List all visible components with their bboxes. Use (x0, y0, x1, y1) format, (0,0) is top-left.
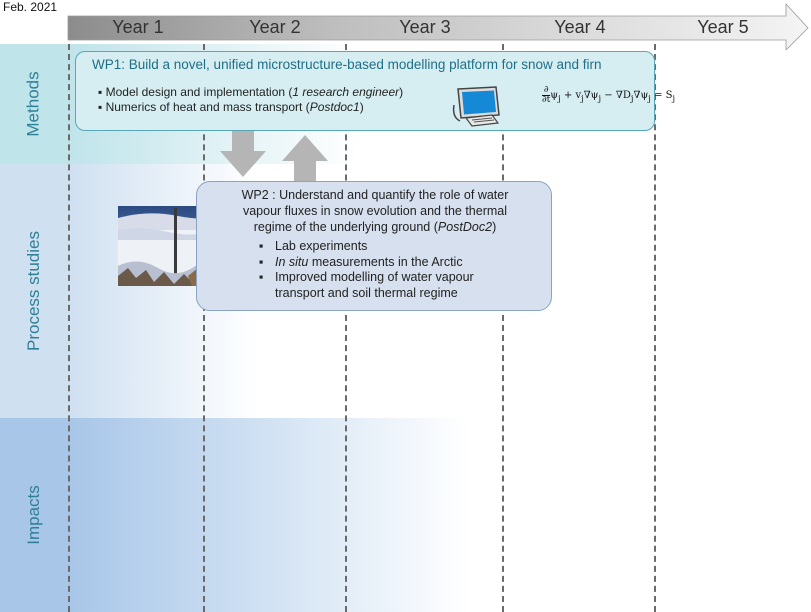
start-date: Feb. 2021 (3, 0, 58, 14)
year-label-3: Year 3 (399, 17, 451, 37)
wp2-item-3: Improved modelling of water vapour (259, 270, 474, 286)
impacts-band (0, 418, 68, 612)
year-label-4: Year 4 (554, 17, 606, 37)
wp1-item-1: ▪ Model design and implementation (1 res… (98, 85, 404, 99)
year-label-1: Year 1 (112, 17, 164, 37)
impacts-gradient (68, 418, 468, 612)
wp1-list: ▪ Model design and implementation (1 res… (98, 85, 403, 115)
arrow-down-icon (220, 131, 266, 177)
methods-band (0, 44, 68, 164)
wp2-title: WP2 : Understand and quantify the role o… (241, 188, 509, 234)
wp2-list: Lab experiments In situ measurements in … (259, 239, 474, 301)
wp2-item-2: In situ measurements in the Arctic (259, 255, 474, 271)
timeline-arrow (67, 2, 809, 50)
year-label-2: Year 2 (249, 17, 301, 37)
divider-year-1 (203, 44, 205, 612)
divider-start (68, 44, 70, 612)
wp2-box: WP2 : Understand and quantify the role o… (196, 181, 552, 311)
wp1-item-2: ▪ Numerics of heat and mass transport (P… (98, 100, 364, 114)
year-label-5: Year 5 (697, 17, 749, 37)
divider-year-2 (345, 44, 347, 612)
divider-year-3 (502, 44, 504, 612)
row-label-impacts: Impacts (24, 485, 43, 545)
wp1-box: WP1: Build a novel, unified microstructu… (75, 51, 675, 131)
row-label-methods: Methods (23, 71, 43, 137)
row-label-process: Process studies (24, 231, 43, 351)
wp2-item-1: Lab experiments (259, 239, 474, 255)
wp1-title: WP1: Build a novel, unified microstructu… (92, 57, 602, 72)
process-band (0, 164, 68, 418)
divider-year-4 (654, 44, 656, 612)
arrow-up-icon (282, 135, 328, 181)
wp2-item-3-cont: transport and soil thermal regime (275, 285, 458, 300)
computer-icon (452, 86, 500, 127)
